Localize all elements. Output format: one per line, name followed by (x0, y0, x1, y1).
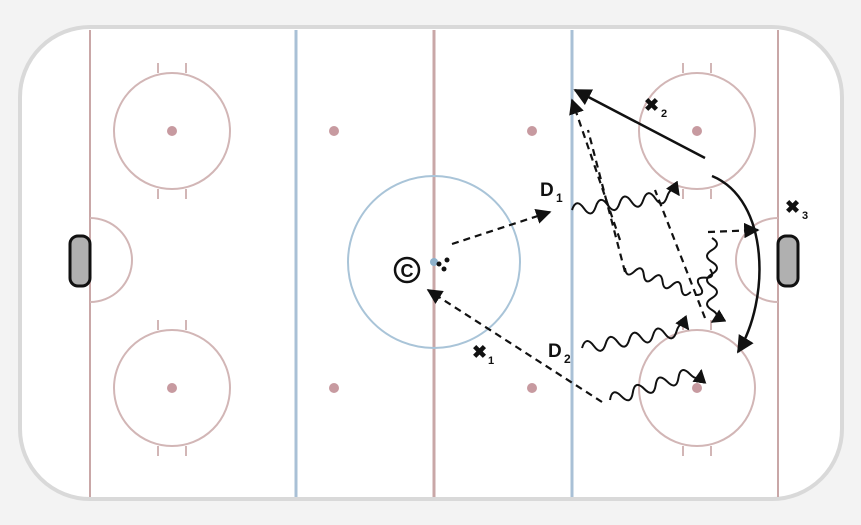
player-d1-label: D (540, 180, 554, 201)
neutral-dot-top-right (527, 126, 537, 136)
carry-mid (624, 267, 692, 297)
puck-icon (436, 261, 442, 267)
opponent-x1-icon: ✖ (472, 342, 487, 362)
crease-right (735, 217, 779, 303)
pass-diagonal-2 (653, 189, 707, 319)
pass-diagonal-1 (586, 129, 627, 273)
center-dot (430, 258, 438, 266)
opponent-x3-icon: ✖ (785, 197, 800, 217)
neutral-dot-bottom-left (329, 383, 339, 393)
carry-d1 (571, 180, 680, 215)
skate-right-arc (711, 174, 761, 354)
opponent-x1-sub: 1 (488, 355, 494, 367)
center-circle (347, 175, 521, 349)
neutral-dot-top-left (329, 126, 339, 136)
pass-d1-up (569, 98, 622, 241)
puck-icon (444, 257, 450, 263)
opponent-x2-icon: ✖ (644, 95, 659, 115)
carry-cross (694, 268, 714, 297)
carry-lower (609, 368, 707, 402)
faceoff-circle-bottom-left (113, 320, 231, 456)
player-d2-sub: 2 (564, 352, 571, 366)
net-icon (776, 234, 800, 288)
faceoff-circle-top-left (113, 63, 231, 199)
carry-right-vertical (706, 237, 727, 323)
coach-icon (393, 256, 421, 284)
pass-to-coach (426, 289, 603, 403)
pass-to-slot (707, 222, 760, 239)
neutral-dot-bottom-right (527, 383, 537, 393)
opponent-x3-sub: 3 (802, 210, 808, 222)
pass-coach-to-d1 (451, 208, 552, 246)
player-d2-label: D (548, 341, 562, 362)
opponent-x2-sub: 2 (661, 108, 667, 120)
crease-left (89, 217, 133, 303)
coach-label: C (401, 261, 414, 281)
net-icon (68, 234, 92, 288)
carry-d2 (581, 314, 690, 352)
puck-icon (441, 266, 447, 272)
skate-x2 (573, 88, 706, 160)
faceoff-circle-top-right (638, 63, 756, 199)
player-d1-sub: 1 (556, 191, 563, 205)
